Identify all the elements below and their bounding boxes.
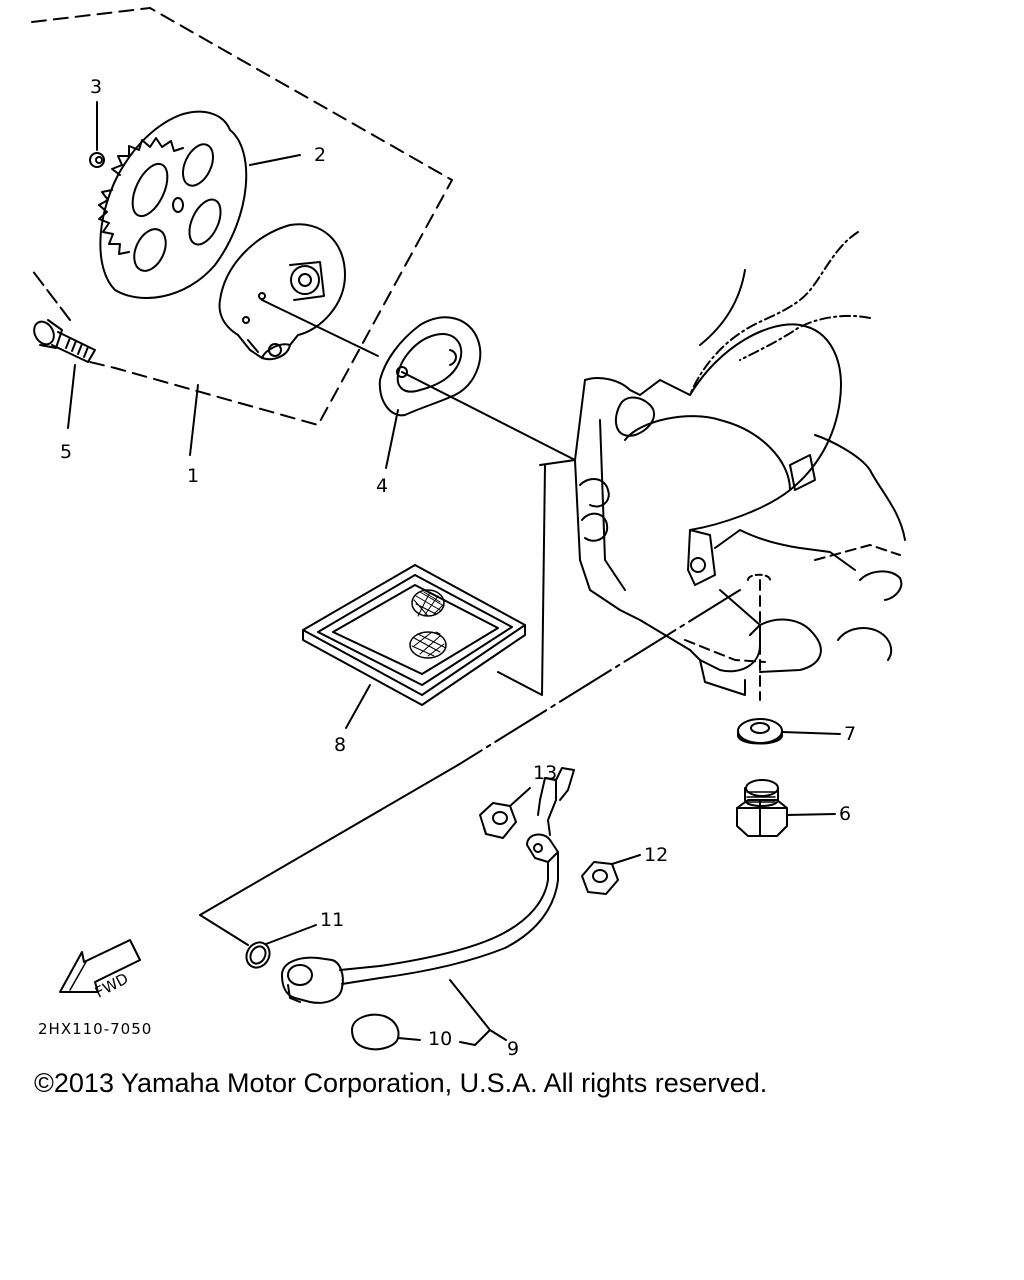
callout-11: 11	[320, 909, 345, 931]
nut-13	[479, 787, 531, 839]
callout-12: 12	[644, 844, 669, 866]
callout-5: 5	[60, 441, 73, 463]
callout-13: 13	[533, 762, 558, 784]
callout-1: 1	[187, 465, 200, 487]
o-ring	[245, 924, 317, 969]
callout-2: 2	[314, 144, 327, 166]
gasket	[378, 316, 482, 469]
crankcase	[574, 231, 906, 701]
callout-3: 3	[90, 76, 103, 98]
callout-8: 8	[334, 734, 347, 756]
assembly-boundary	[31, 7, 453, 426]
oil-delivery-pipe	[281, 767, 575, 1046]
nut-12	[581, 854, 641, 895]
callout-7: 7	[844, 723, 857, 745]
callout-4: 4	[376, 475, 389, 497]
cap	[351, 1013, 421, 1051]
drawing-code: 2HX110-7050	[38, 1020, 153, 1038]
callout-6: 6	[839, 803, 852, 825]
oil-pump-gear	[98, 110, 248, 299]
fwd-arrow-icon	[59, 939, 141, 993]
copyright-notice: ©2013 Yamaha Motor Corporation, U.S.A. A…	[34, 1068, 768, 1098]
oil-pump-body	[218, 223, 346, 361]
oil-strainer	[302, 564, 526, 729]
bolt	[33, 319, 96, 429]
circlip	[89, 101, 105, 168]
washer	[737, 718, 841, 745]
drain-bolt	[736, 779, 836, 837]
alignment-line	[261, 299, 379, 357]
callout-9: 9	[507, 1038, 520, 1060]
callout-10: 10	[428, 1028, 453, 1050]
